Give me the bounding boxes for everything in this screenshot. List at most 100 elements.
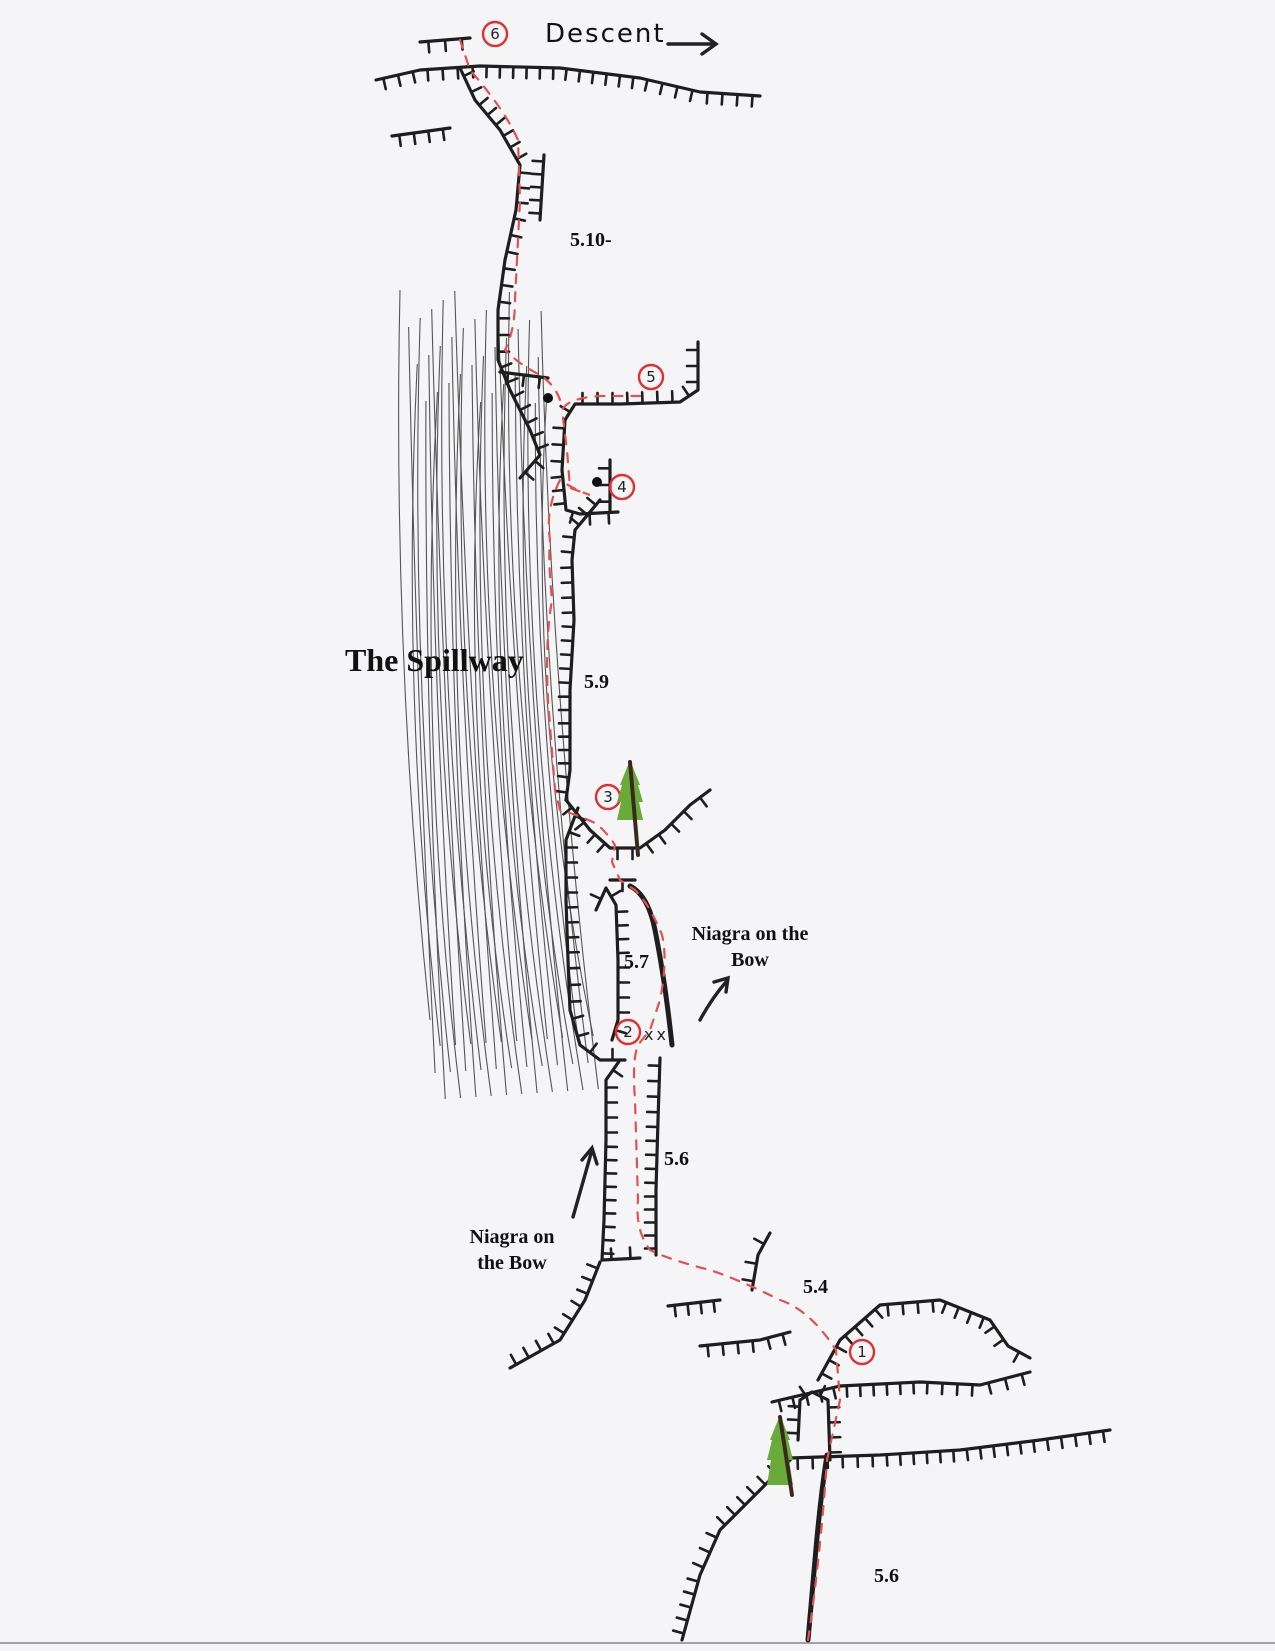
rock-tick: [820, 1372, 833, 1380]
rock-tick: [736, 1340, 740, 1355]
water-stroke: [527, 319, 584, 1091]
rock-tick: [560, 639, 575, 643]
rock-tick: [898, 1452, 902, 1467]
rock-tick: [426, 68, 430, 82]
rock-edge: [654, 1056, 662, 1257]
rock-tick: [628, 1246, 632, 1260]
rock-tick: [630, 75, 635, 90]
rock-tick: [562, 806, 574, 816]
rock-tick: [1087, 1431, 1092, 1446]
rock-tick: [588, 1042, 598, 1054]
rock-tick: [564, 67, 568, 82]
rock-tick: [411, 70, 417, 84]
rock-tick: [984, 1325, 996, 1335]
rock-tick: [766, 1336, 772, 1350]
pitch-1-grade: 5.4: [803, 1276, 828, 1298]
rock-tick: [669, 822, 681, 833]
water-stroke: [474, 318, 518, 1042]
rock-edge: [680, 1456, 794, 1642]
rock-tick: [528, 211, 542, 215]
spillway-feature: [398, 289, 599, 1100]
tree-icon: [617, 760, 643, 857]
rock-tick: [925, 1450, 929, 1465]
rock-tick: [682, 809, 693, 821]
rock-tick: [1018, 1441, 1023, 1455]
water-stroke: [540, 310, 599, 1090]
water-stroke: [417, 317, 451, 1073]
rock-tick: [720, 92, 724, 106]
water-stroke: [455, 373, 492, 1097]
rock-tick: [486, 106, 498, 117]
rock-tick: [786, 1431, 800, 1435]
rock-tick: [781, 1332, 787, 1346]
belay-circle-icon: [608, 473, 636, 501]
rock-tick: [523, 470, 535, 481]
rock-tick: [509, 1353, 518, 1366]
rock-edge: [816, 1298, 1032, 1382]
rock-tick: [698, 1546, 712, 1554]
rock-tick: [412, 131, 417, 146]
belay-circle-icon: [481, 20, 509, 48]
rock-tick: [912, 1451, 916, 1466]
belay-station-2: 2: [614, 1018, 642, 1046]
rock-tick: [576, 1031, 590, 1038]
rock-tick: [528, 198, 543, 202]
annotation-lower-line1: Niagra on: [470, 1226, 555, 1248]
rock-tick: [940, 1301, 948, 1315]
rock-tick: [553, 1326, 566, 1335]
belay-circle-icon: [614, 1018, 642, 1046]
water-stroke: [441, 299, 482, 1071]
rock-tick: [940, 1381, 944, 1396]
rock-edge: [788, 1428, 1112, 1460]
rock-edge: [796, 1390, 832, 1462]
rock-tick: [1003, 1377, 1010, 1391]
rock-tick: [901, 1301, 905, 1316]
rock-tick: [550, 475, 564, 480]
bolt-icon: [543, 393, 553, 403]
water-stroke: [398, 289, 431, 1021]
rock-tick: [469, 86, 483, 94]
water-stroke: [471, 364, 508, 1096]
rock-tick: [970, 1383, 974, 1397]
bolt-markers: xx: [644, 1025, 669, 1044]
rock-tick: [753, 1237, 766, 1246]
rock-tick: [706, 1343, 710, 1358]
water-stroke: [460, 327, 502, 1043]
rock-edge: [564, 788, 712, 850]
rock-tick: [992, 1444, 996, 1459]
tree-icon: [767, 1415, 794, 1497]
rock-tick: [1101, 1429, 1106, 1444]
rock-tick: [570, 1299, 583, 1308]
water-stroke: [517, 328, 569, 1092]
water-stroke: [507, 291, 564, 1039]
rock-tick: [553, 502, 567, 506]
rock-tick: [686, 1302, 691, 1316]
rock-tick: [872, 1383, 876, 1397]
rock-tick: [571, 1014, 585, 1021]
rock-tick: [559, 404, 572, 414]
rock-tick: [735, 93, 739, 107]
rock-tick: [529, 185, 544, 189]
rock-tick: [675, 1616, 689, 1622]
rock-tick: [585, 1262, 599, 1270]
rock-tick: [521, 373, 526, 388]
rock-edge: [594, 886, 620, 1042]
rock-tick: [1059, 1435, 1064, 1450]
annotation-upper-arrow-icon: [698, 975, 731, 1022]
crack-lines: [627, 883, 830, 1643]
rock-tick: [586, 496, 598, 507]
rock-tick: [477, 96, 489, 107]
water-stroke: [537, 356, 589, 1064]
rock-tick: [699, 1300, 704, 1315]
rock-tick: [863, 1316, 874, 1328]
rock-tick: [602, 1225, 616, 1229]
water-stroke: [484, 309, 533, 1041]
rock-tick: [741, 1278, 755, 1283]
rock-tick: [426, 129, 432, 144]
rock-tick: [561, 1312, 574, 1322]
rock-tick: [586, 833, 597, 844]
water-stroke: [503, 337, 553, 1093]
rock-tick: [845, 1384, 849, 1398]
water-stroke: [479, 355, 523, 1095]
